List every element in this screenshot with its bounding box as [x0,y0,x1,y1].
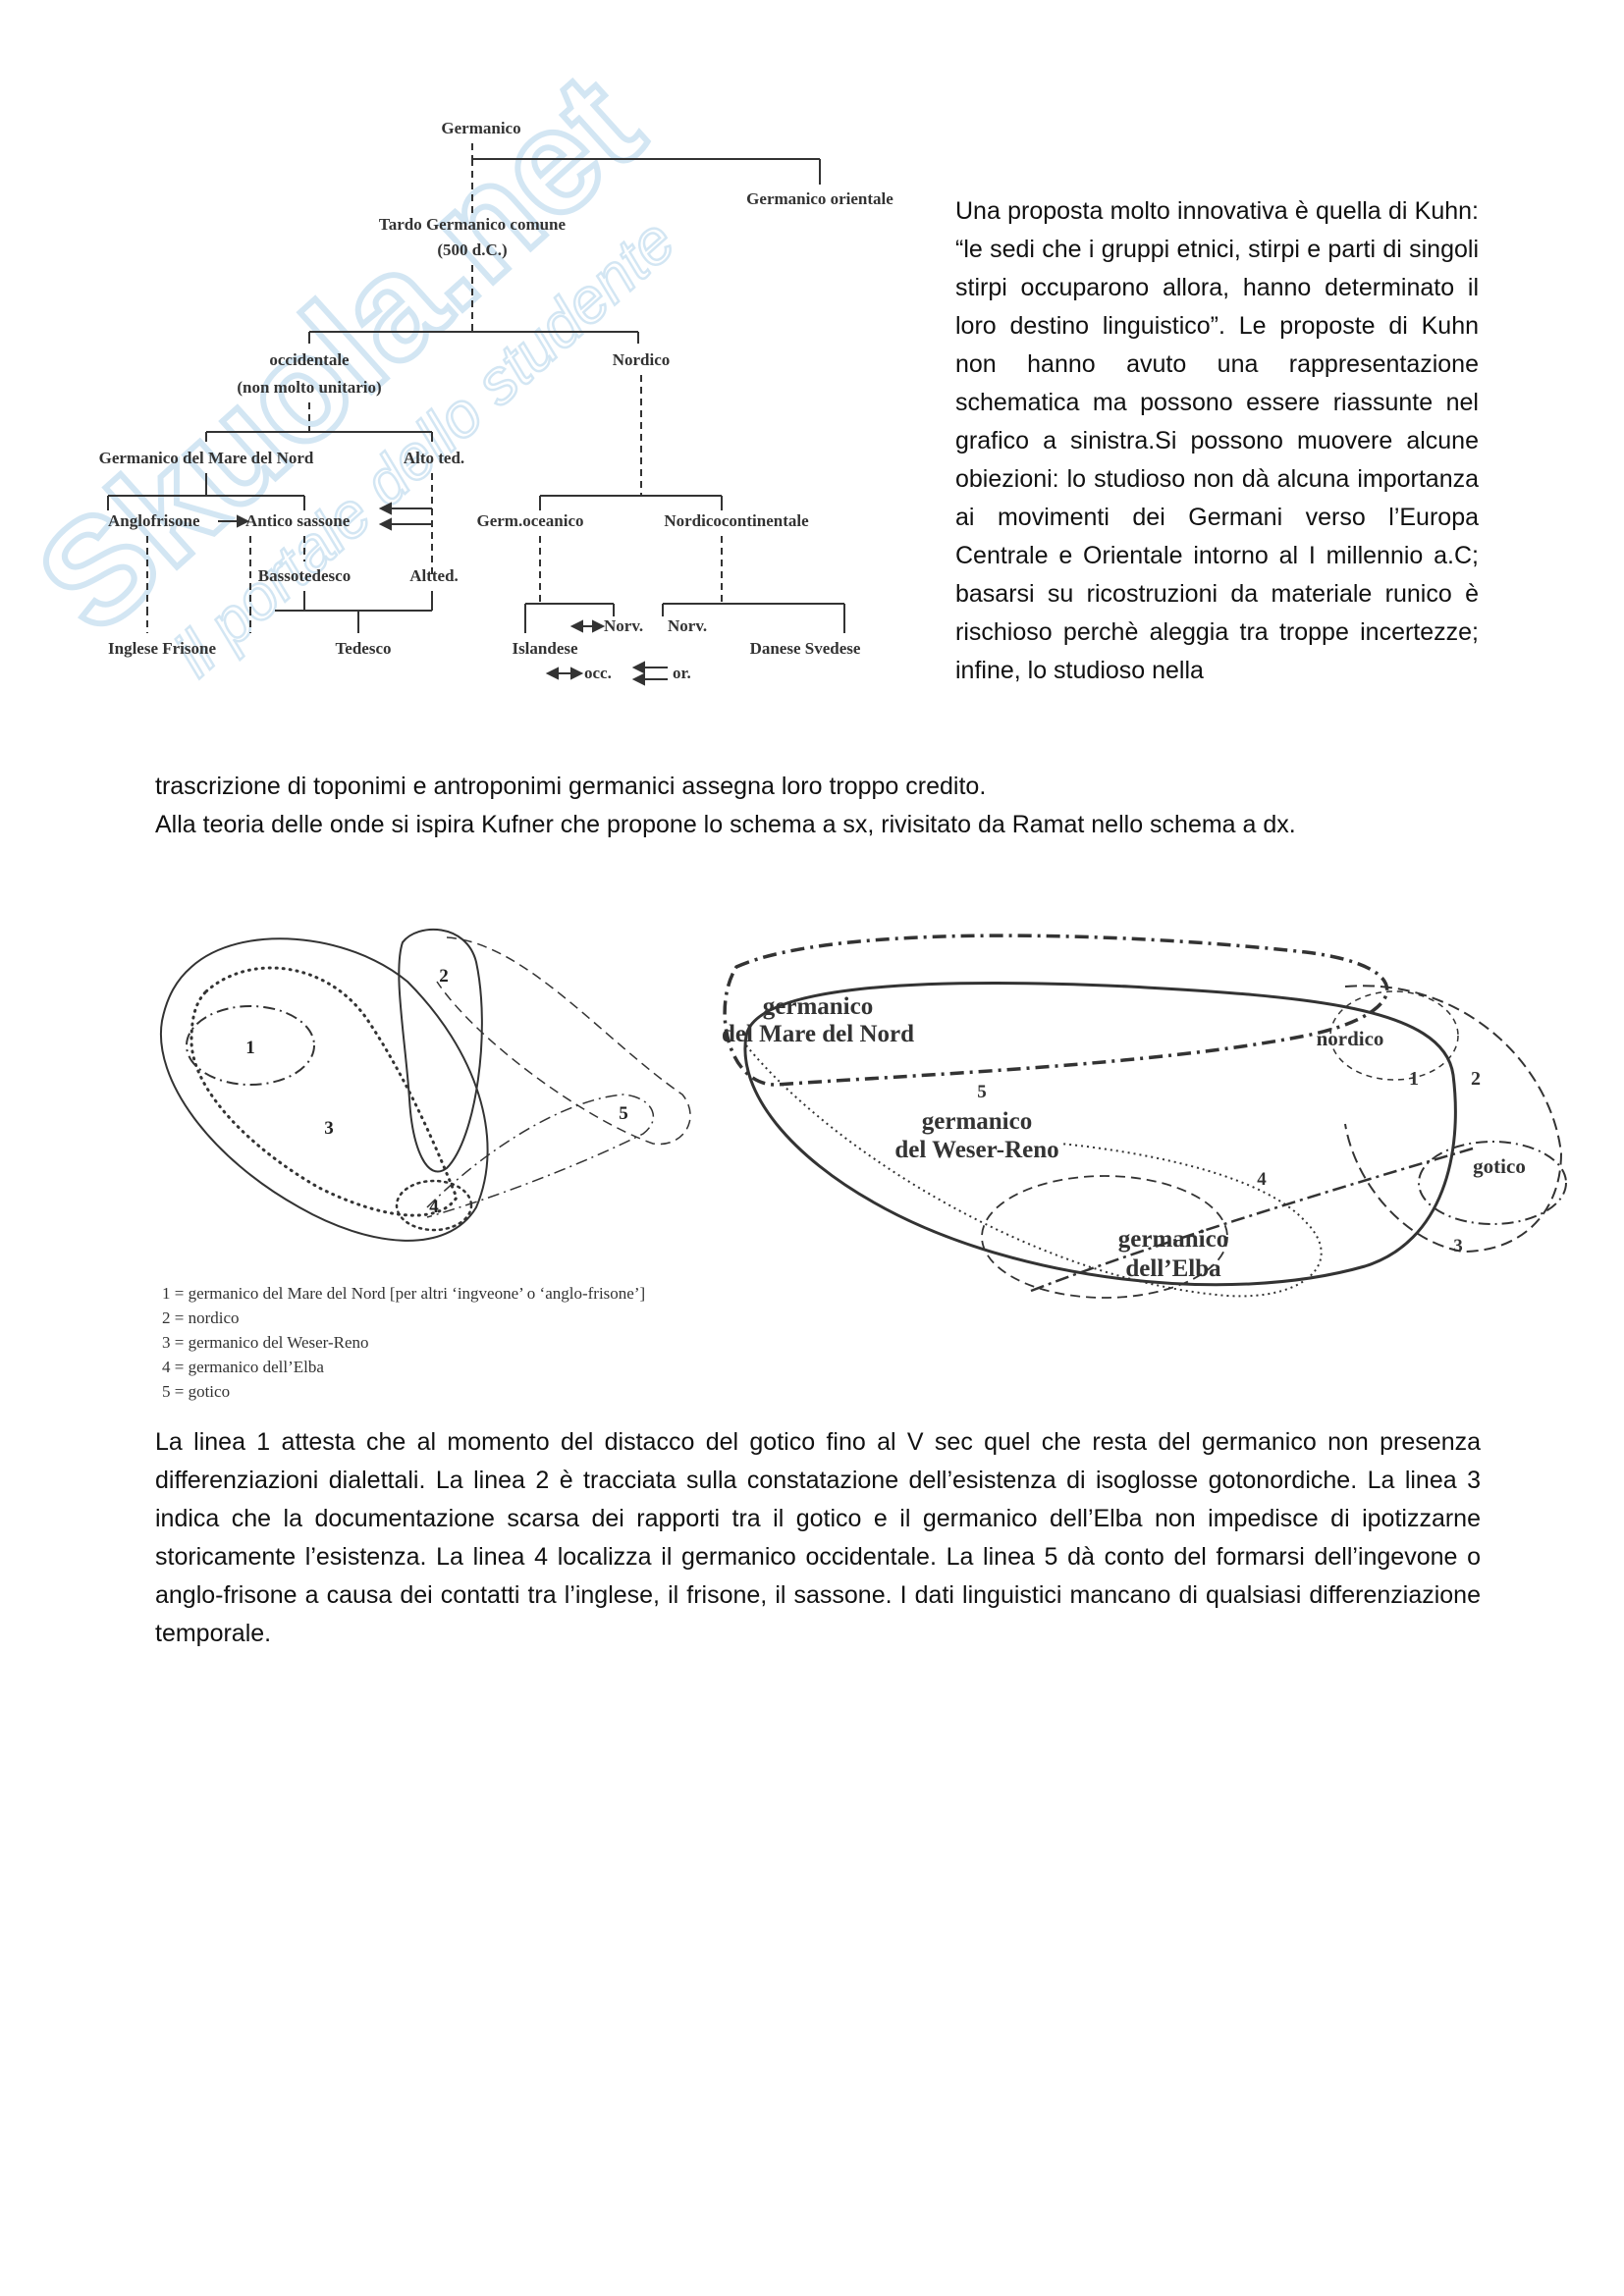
ramat-nordico: nordico [1317,1027,1384,1050]
node-anglofrisone: Anglofrisone [108,511,200,530]
lines-explanation-paragraph: La linea 1 attesta che al momento del di… [155,1428,1481,1647]
ramat-elba-line2: dell’Elba [1125,1255,1221,1282]
node-tardo-date: (500 d.C.) [437,240,507,259]
node-antico-sassone: Antico sassone [245,511,351,530]
node-altted: Altted. [409,566,459,585]
ramat-num-5: 5 [977,1082,987,1102]
node-nordicocontinentale: Nordicocontinentale [664,511,809,530]
node-or: or. [673,664,691,682]
ramat-weser-line2: del Weser-Reno [894,1137,1058,1163]
kufner-label-2: 2 [439,966,449,987]
legend-item: 1 = germanico del Mare del Nord [per alt… [162,1284,646,1303]
ramat-mare-line1: germanico [763,993,873,1020]
ramat-gotico: gotico [1473,1154,1526,1178]
kufner-label-4: 4 [429,1197,439,1217]
ramat-num-3: 3 [1453,1236,1463,1256]
kuhn-tree-diagram: Germanico Germanico orientale Tardo Germ… [99,119,893,686]
legend-item: 3 = germanico del Weser-Reno [162,1333,369,1352]
node-tedesco: Tedesco [336,639,392,658]
kufner-wave-diagram: 1 2 3 4 5 [159,929,691,1242]
legend-item: 5 = gotico [162,1382,231,1401]
ramat-elba-line1: germanico [1118,1226,1228,1253]
node-mare-del-nord: Germanico del Mare del Nord [99,449,314,467]
node-germanico: Germanico [441,119,520,137]
node-germ-oceanico: Germ.oceanico [476,511,583,530]
node-occidentale: occidentale [269,350,350,369]
kufner-paragraph: Alla teoria delle onde si ispira Kufner … [155,811,1296,838]
ramat-num-4: 4 [1257,1169,1267,1190]
ramat-num-2: 2 [1471,1068,1481,1090]
node-islandese: Islandese [512,639,578,658]
node-bassotedesco: Bassotedesco [258,566,351,585]
legend-item: 4 = germanico dell’Elba [162,1358,324,1376]
node-tardo-germanico: Tardo Germanico comune [379,215,567,234]
legend-item: 2 = nordico [162,1308,240,1327]
ramat-wave-diagram: germanico del Mare del Nord nordico 1 2 … [722,934,1567,1299]
node-nordico: Nordico [613,350,671,369]
kuhn-paragraph-continuation: trascrizione di toponimi e antroponimi g… [155,773,987,800]
ramat-weser-line1: germanico [922,1108,1032,1135]
node-norv-right: Norv. [668,616,707,635]
kuhn-paragraph: Una proposta molto innovativa è quella d… [955,197,1479,684]
ramat-num-1: 1 [1409,1068,1419,1090]
ramat-mare-line2: del Mare del Nord [722,1021,914,1047]
kufner-label-1: 1 [245,1038,255,1058]
node-danese-svedese: Danese Svedese [750,639,861,658]
kufner-legend: 1 = germanico del Mare del Nord [per alt… [162,1281,645,1404]
node-norv-left: Norv. [604,616,643,635]
node-alto-ted: Alto ted. [404,449,464,467]
node-inglese-frisone: Inglese Frisone [108,639,216,658]
kufner-label-5: 5 [619,1103,628,1124]
node-occ: occ. [584,664,612,682]
node-germanico-orientale: Germanico orientale [746,189,893,208]
node-occidentale-note: (non molto unitario) [237,378,381,397]
kufner-label-3: 3 [324,1118,334,1139]
